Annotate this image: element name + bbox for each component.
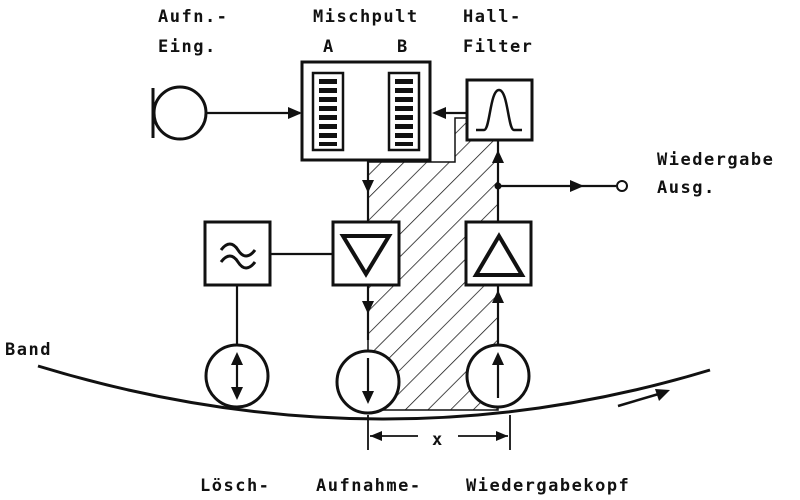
fader-icon: [387, 71, 421, 152]
aufn-label-line2: Eing.: [158, 37, 217, 57]
playback-amplifier-box: [464, 220, 533, 287]
mic-to-mixer-arrow: [288, 107, 302, 119]
record-head-icon: [335, 349, 401, 415]
tape-direction-arrow: [617, 389, 670, 408]
filter-to-mixer-arrow: [432, 107, 446, 119]
tilde-oscillator-icon: [219, 242, 257, 258]
wiedergabe-label-line2: Ausg.: [657, 178, 716, 198]
output-arrow: [570, 180, 584, 192]
hall-filter-box: [465, 78, 534, 142]
playback-head-to-amp-arrow: [492, 290, 504, 303]
hall-label-line2: Filter: [463, 37, 533, 57]
bandpass-filter-icon: [476, 88, 522, 132]
distance-x-label: x: [432, 430, 444, 450]
playback-head-icon: [465, 343, 531, 409]
erase-oscillator-box: [203, 220, 272, 287]
wiedergabe-label-line1: Wiedergabe: [657, 150, 774, 170]
playback-amp-to-filter-arrow: [492, 150, 504, 163]
record-amplifier-box: [331, 220, 401, 287]
aufnahme-label: Aufnahme-: [316, 476, 422, 496]
erase-head-icon: [204, 343, 270, 409]
band-label: Band: [5, 340, 52, 360]
channel-b-label: B: [397, 37, 409, 57]
mixer-box: [300, 60, 432, 162]
loesch-label: Lösch-: [200, 476, 270, 496]
fader-icon: [311, 71, 345, 152]
mixer-to-record-amp-arrow: [362, 180, 374, 193]
triangle-up-amplifier-icon: [472, 232, 526, 277]
output-terminal-icon: [616, 180, 628, 192]
wiedergabekopf-label: Wiedergabekopf: [466, 476, 630, 496]
head-distance-marker: [367, 415, 511, 450]
aufn-label-line1: Aufn.-: [158, 7, 228, 27]
tape-band: [37, 364, 711, 421]
mischpult-label: Mischpult: [313, 7, 419, 27]
record-amp-to-head-arrow: [362, 301, 374, 314]
channel-a-label: A: [323, 37, 335, 57]
hall-label-line1: Hall-: [463, 7, 522, 27]
triangle-down-amplifier-icon: [339, 234, 393, 278]
microphone-icon: [151, 85, 208, 141]
